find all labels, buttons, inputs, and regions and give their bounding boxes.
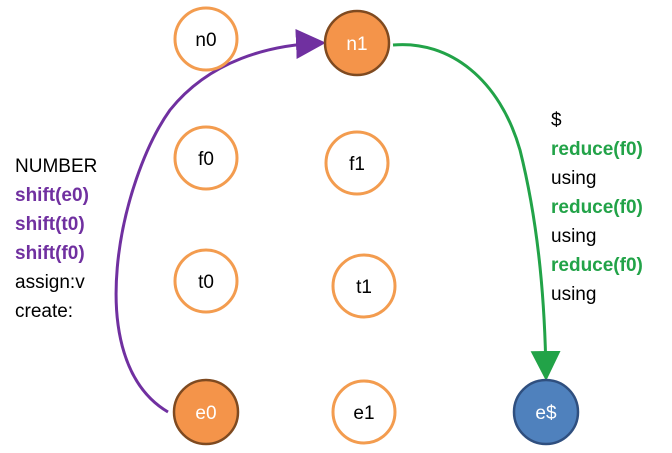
node-t1: t1: [331, 253, 397, 319]
node-f0: f0: [173, 125, 239, 191]
using-label: using: [551, 168, 597, 189]
using-label: using: [551, 226, 597, 247]
node-t1-label: t1: [356, 277, 372, 298]
reduce-action: reduce(f0): [551, 197, 643, 218]
lookahead-token: $: [551, 110, 562, 131]
node-n0: n0: [173, 6, 239, 72]
shift-edge-e0-n1: [114, 28, 326, 414]
using-label: using: [551, 284, 597, 305]
node-t0-label: t0: [198, 272, 214, 293]
shift-action: shift(e0): [15, 185, 89, 206]
node-f0-label: f0: [198, 149, 214, 170]
node-f1: f1: [324, 130, 390, 196]
node-e0: e0: [172, 378, 240, 446]
assign-label: assign:v: [15, 272, 85, 293]
node-e-dollar: e$: [512, 378, 580, 446]
node-e-dollar-label: e$: [535, 403, 557, 424]
reduce-action: reduce(f0): [551, 139, 643, 160]
node-n1: n1: [323, 9, 391, 77]
node-e1: e1: [331, 379, 397, 445]
node-t0: t0: [173, 248, 239, 314]
node-e0-label: e0: [195, 403, 216, 424]
reduce-action: reduce(f0): [551, 255, 643, 276]
node-e1-label: e1: [353, 403, 374, 424]
shift-action: shift(t0): [15, 214, 85, 235]
create-label: create:: [15, 301, 74, 322]
reduce-edge-n1-es: [392, 43, 561, 381]
token-label: NUMBER: [15, 156, 98, 177]
node-n1-label: n1: [346, 34, 367, 55]
node-f1-label: f1: [349, 154, 365, 175]
node-n0-label: n0: [195, 30, 216, 51]
shift-action: shift(f0): [15, 243, 85, 264]
